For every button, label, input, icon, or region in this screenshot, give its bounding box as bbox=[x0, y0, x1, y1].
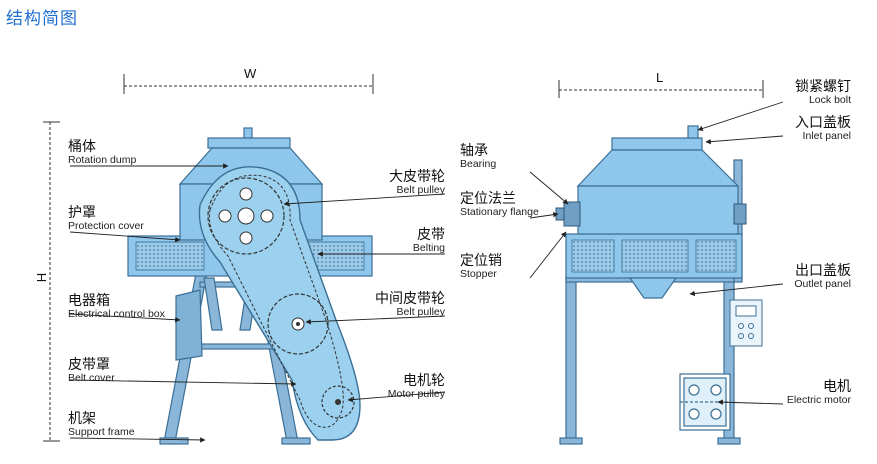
front-belt-cover bbox=[198, 166, 361, 441]
side-protection-cover bbox=[565, 233, 743, 279]
diagram-title: 结构简图 bbox=[6, 9, 78, 29]
front-leader-lines bbox=[69, 163, 446, 443]
height-dimension-line bbox=[43, 121, 60, 442]
front-electrical-box bbox=[175, 289, 203, 361]
side-view bbox=[529, 80, 784, 445]
width-dimension-label: W bbox=[244, 66, 257, 81]
side-leader-lines bbox=[529, 101, 784, 405]
front-view bbox=[43, 74, 446, 445]
side-rotation-drum bbox=[576, 125, 740, 299]
length-dimension-line bbox=[558, 80, 764, 98]
height-dimension-label: H bbox=[34, 272, 50, 283]
side-control-panel bbox=[729, 299, 763, 347]
width-dimension-line bbox=[123, 74, 374, 94]
side-bearing-flange bbox=[555, 201, 747, 227]
length-dimension-label: L bbox=[656, 70, 664, 85]
